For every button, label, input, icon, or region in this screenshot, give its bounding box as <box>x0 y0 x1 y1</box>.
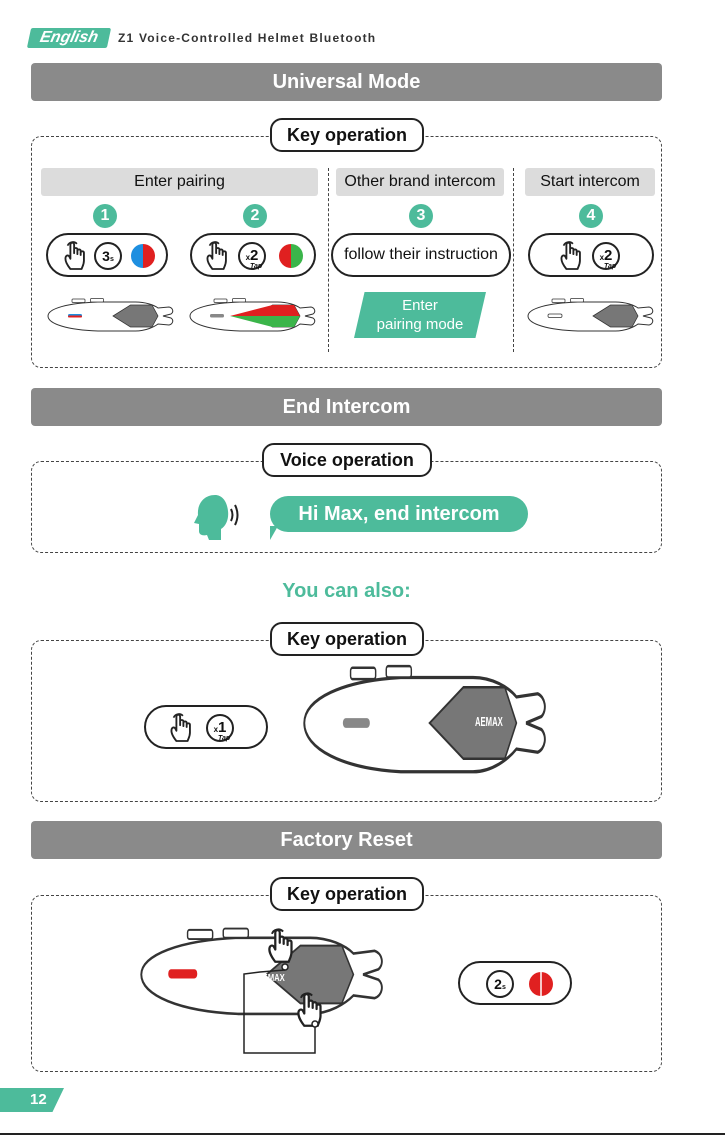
step1-action-pill: 3s <box>46 233 168 277</box>
double-tap-icon: x2 <box>592 242 620 270</box>
key-operation-label: Key operation <box>270 622 424 656</box>
hold-2s-pill: 2s <box>458 961 572 1005</box>
helmet-device-image: AEMAX <box>285 658 555 788</box>
speaking-head-icon <box>194 495 239 540</box>
single-tap-pill: x1 Tap <box>144 705 268 749</box>
voice-operation-label: Voice operation <box>262 443 432 477</box>
bottom-rule <box>0 1133 725 1135</box>
helmet-device-image <box>38 285 178 347</box>
blue-red-led-icon <box>131 244 155 268</box>
start-intercom-header: Start intercom <box>525 168 655 196</box>
you-can-also-text: You can also: <box>282 580 411 602</box>
hand-press-icon <box>62 239 90 271</box>
tap-caption: Tap <box>218 735 231 742</box>
section-bar-universal-mode: Universal Mode <box>31 63 662 101</box>
button-callout-lines <box>243 963 319 1054</box>
key-operation-label: Key operation <box>270 877 424 911</box>
hand-press-icon <box>265 926 299 964</box>
helmet-device-image <box>518 285 658 347</box>
badge-line: Enter <box>402 297 438 314</box>
step-number-2: 2 <box>243 204 267 228</box>
brand-logo: AEMAX <box>257 972 286 983</box>
key-operation-label: Key operation <box>270 118 424 152</box>
step4-action-pill: x2 Tap <box>528 233 654 277</box>
document-title: Z1 Voice-Controlled Helmet Bluetooth <box>118 31 377 45</box>
follow-instruction-pill: follow their instruction <box>331 233 511 277</box>
hand-press-icon <box>204 239 232 271</box>
brand-logo: AEMAX <box>475 715 503 730</box>
single-tap-icon: x1 <box>206 714 234 742</box>
step-number-3: 3 <box>409 204 433 228</box>
voice-command-bubble: Hi Max, end intercom <box>270 496 528 532</box>
divider <box>328 168 329 352</box>
double-tap-icon: x2 <box>238 242 266 270</box>
section-bar-end-intercom: End Intercom <box>31 388 662 426</box>
timer-icon: 3s <box>94 242 122 270</box>
bubble-tail <box>270 526 278 540</box>
language-tag: English <box>26 28 112 48</box>
red-led-icon <box>529 972 553 996</box>
red-green-led-icon <box>279 244 303 268</box>
tap-caption: Tap <box>250 263 263 270</box>
step-number-1: 1 <box>93 204 117 228</box>
enter-pairing-mode-badge: Enter pairing mode <box>354 292 486 338</box>
hand-press-icon <box>168 711 196 743</box>
divider <box>513 168 514 352</box>
helmet-device-image <box>180 285 320 347</box>
enter-pairing-header: Enter pairing <box>41 168 318 196</box>
helmet-device-image: AEMAX <box>122 922 392 1027</box>
section-bar-factory-reset: Factory Reset <box>31 821 662 859</box>
other-brand-intercom-header: Other brand intercom <box>336 168 504 196</box>
step2-action-pill: x2 Tap <box>190 233 316 277</box>
timer-icon: 2s <box>486 970 514 998</box>
page-number: 12 <box>0 1088 64 1112</box>
step-number-4: 4 <box>579 204 603 228</box>
hand-press-icon <box>558 239 586 271</box>
tap-caption: Tap <box>604 263 617 270</box>
badge-line: pairing mode <box>376 316 464 333</box>
